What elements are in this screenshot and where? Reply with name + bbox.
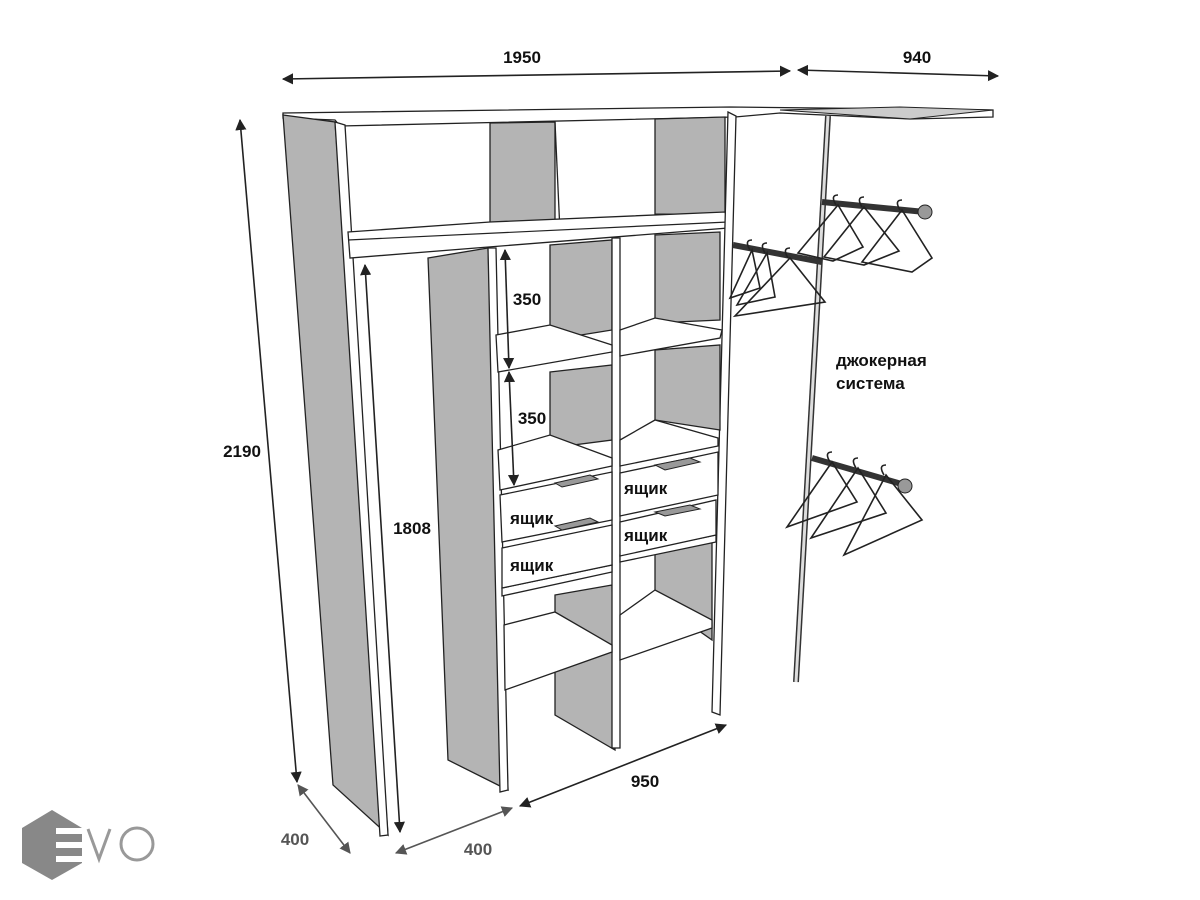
drawer-label: ящик <box>509 509 554 528</box>
right-side-panel <box>711 110 737 716</box>
top-divider-1 <box>489 121 556 233</box>
dim-line-1808 <box>360 263 405 834</box>
dim-2190: 2190 <box>223 442 261 461</box>
dim-line-950 <box>518 723 728 808</box>
back-panel-d <box>654 344 721 431</box>
drawer-runner <box>653 457 702 471</box>
shelf <box>495 324 613 373</box>
dim-line-1950 <box>281 65 792 85</box>
drawer-runner <box>553 517 600 531</box>
shelf <box>619 589 713 661</box>
shelf <box>619 419 719 467</box>
dim-950: 950 <box>631 772 659 791</box>
hanger-rail <box>732 242 823 265</box>
dim-400-side: 400 <box>281 830 309 849</box>
back-panel-b <box>654 231 721 324</box>
joker-label-line2: система <box>836 374 905 393</box>
joker-label-line1: джокерная <box>836 351 927 370</box>
drawer <box>501 524 613 589</box>
drawer-label: ящик <box>509 556 554 575</box>
dim-line-2190 <box>235 118 302 784</box>
left-side-panel <box>282 114 389 837</box>
shelf <box>497 434 613 491</box>
back-panel-a <box>549 239 613 341</box>
top-divider-2 <box>654 116 726 216</box>
drawer-label: ящик <box>623 479 668 498</box>
dim-400-inner: 400 <box>464 840 492 859</box>
back-panel-c <box>549 364 613 449</box>
drawer-label: ящик <box>623 526 668 545</box>
dim-line-940 <box>796 64 1000 82</box>
hanger-rail <box>821 199 926 215</box>
dim-1950: 1950 <box>503 48 541 67</box>
corner-top-shelf <box>779 106 994 120</box>
shelf <box>503 611 613 691</box>
dim-line-400-side <box>297 784 351 854</box>
center-divider <box>611 237 621 749</box>
drawer-runner <box>553 474 600 488</box>
dim-350-upper: 350 <box>513 290 541 309</box>
middle-left-front <box>487 247 509 793</box>
dim-940: 940 <box>903 48 931 67</box>
dim-350-lower: 350 <box>518 409 546 428</box>
drawer-runner <box>653 504 702 517</box>
evo-logo <box>22 810 155 880</box>
hangers <box>728 194 934 557</box>
dim-1808: 1808 <box>393 519 431 538</box>
dim-line-350-2 <box>503 370 520 487</box>
dim-line-350-1 <box>499 248 515 370</box>
shelf <box>619 317 723 357</box>
dim-line-400-inner <box>394 806 514 855</box>
